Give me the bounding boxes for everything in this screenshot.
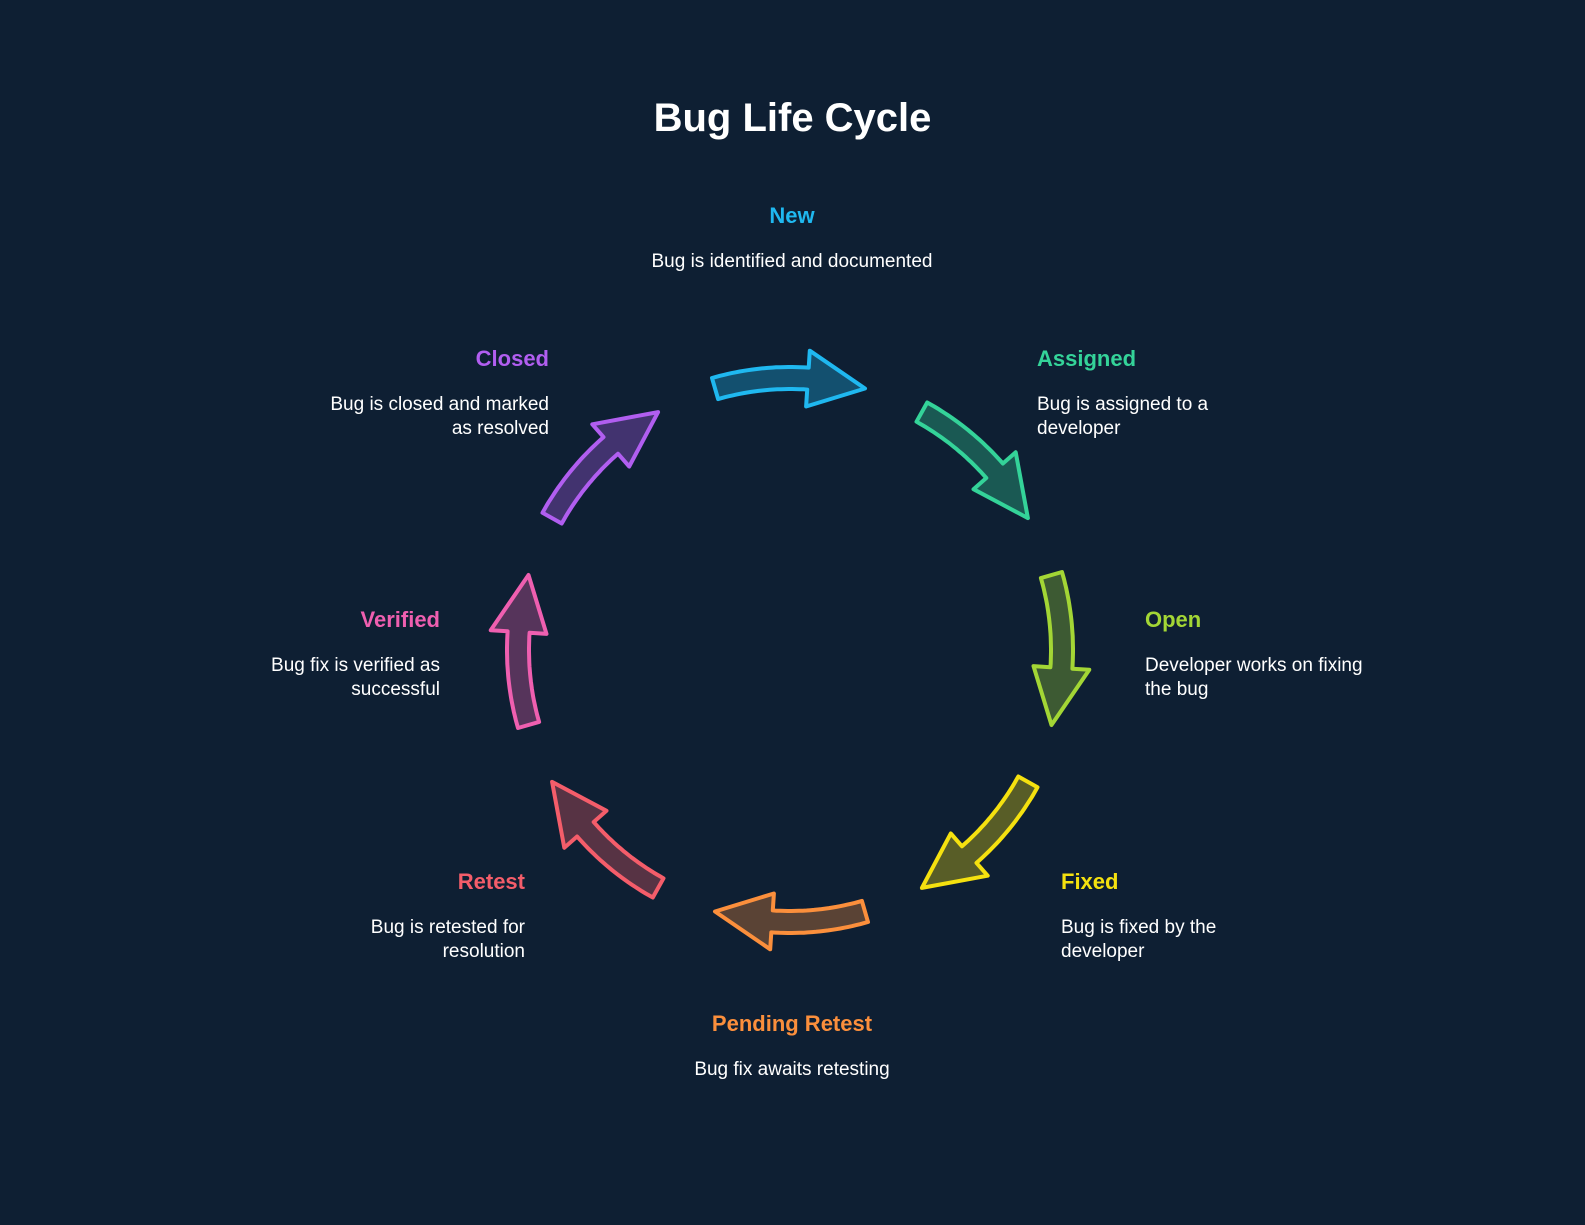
stage-label-closed: Closed <box>475 346 549 371</box>
stage-description-assigned: Bug is assigned to a developer <box>1037 394 1209 439</box>
stage-description-closed: Bug is closed and marked as resolved <box>330 394 549 439</box>
stage-assigned: Assigned Bug is assigned to a developer <box>1037 345 1277 441</box>
stage-closed: Closed Bug is closed and marked as resol… <box>309 345 549 441</box>
stage-new: New Bug is identified and documented <box>642 202 942 274</box>
stage-description-verified: Bug fix is verified as successful <box>271 655 440 700</box>
stage-label-retest: Retest <box>457 869 525 894</box>
stage-open: Open Developer works on fixing the bug <box>1145 606 1385 702</box>
arrow-fixed <box>919 774 1040 890</box>
stage-description-open: Developer works on fixing the bug <box>1145 655 1363 700</box>
stage-verified: Verified Bug fix is verified as successf… <box>200 606 440 702</box>
stage-pending-retest: Pending Retest Bug fix awaits retesting <box>642 1010 942 1082</box>
stage-description-retest: Bug is retested for resolution <box>370 917 525 962</box>
stage-retest: Retest Bug is retested for resolution <box>285 868 525 964</box>
arrow-open <box>1031 570 1092 727</box>
arrow-closed <box>540 410 661 526</box>
stage-label-open: Open <box>1145 607 1202 632</box>
stage-label-fixed: Fixed <box>1061 869 1119 894</box>
stage-label-pending-retest: Pending Retest <box>711 1011 873 1036</box>
arrow-retest <box>550 779 666 900</box>
stage-description-pending-retest: Bug fix awaits retesting <box>694 1059 890 1080</box>
arrow-pending-retest <box>713 891 870 952</box>
stage-label-new: New <box>769 203 815 228</box>
arrow-assigned <box>914 400 1030 521</box>
arrow-verified <box>488 573 549 730</box>
stage-label-verified: Verified <box>360 607 440 632</box>
stage-fixed: Fixed Bug is fixed by the developer <box>1061 868 1301 964</box>
stage-label-assigned: Assigned <box>1037 346 1137 371</box>
arrow-new <box>710 348 867 409</box>
stage-description-fixed: Bug is fixed by the developer <box>1061 917 1217 962</box>
stage-description-new: Bug is identified and documented <box>651 251 933 272</box>
diagram-title: Bug Life Cycle <box>653 96 932 140</box>
